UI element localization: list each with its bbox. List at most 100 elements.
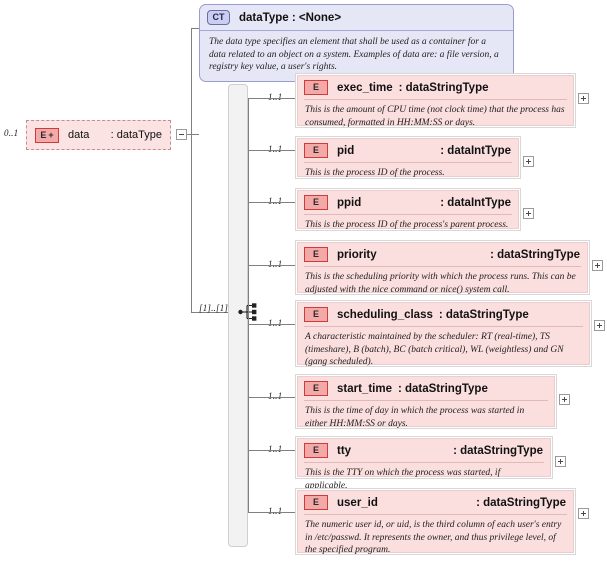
connector-trunk-vertical — [191, 28, 192, 313]
occurrence-root: 0..1 — [4, 128, 19, 138]
connector-sequence-to-user_id — [248, 512, 295, 513]
element-name-user_id: user_id — [337, 496, 378, 509]
connector-sequence-to-ppid — [248, 202, 295, 203]
occurrence-sequence: [1]..[1] — [199, 303, 229, 313]
collapse-toggle-data[interactable] — [176, 129, 187, 140]
element-icon: E — [304, 495, 328, 510]
expand-toggle-scheduling_class[interactable] — [594, 320, 605, 331]
element-icon: E — [304, 247, 328, 262]
element-expandable-icon: E+ — [35, 127, 59, 143]
element-name-scheduling_class: scheduling_class — [337, 308, 433, 321]
expand-toggle-priority[interactable] — [592, 260, 603, 271]
complextype-header: CT dataType : <None> — [200, 5, 513, 30]
occurrence-priority: 1..1 — [268, 259, 283, 269]
element-name-priority: priority — [337, 248, 377, 261]
connector-sequence-to-tty — [248, 450, 295, 451]
connector-children-spine — [248, 98, 249, 512]
occurrence-tty: 1..1 — [268, 444, 283, 454]
element-annotation-user_id: The numeric user id, or uid, is the thir… — [304, 514, 567, 562]
complextype-annotation: The data type specifies an element that … — [200, 30, 513, 81]
element-name-pid: pid — [337, 144, 355, 157]
element-annotation-pid: This is the process ID of the process. — [304, 162, 512, 185]
element-annotation-ppid: This is the process ID of the process's … — [304, 214, 512, 237]
element-type-ppid: : dataIntType — [440, 196, 511, 209]
complextype-icon: CT — [207, 10, 230, 25]
element-name-tty: tty — [337, 444, 352, 457]
element-icon: E — [304, 381, 328, 396]
occurrence-start_time: 1..1 — [268, 391, 283, 401]
element-annotation-priority: This is the scheduling priority with whi… — [304, 266, 581, 301]
element-type-tty: : dataStringType — [453, 444, 543, 457]
element-type-exec_time: : dataStringType — [398, 81, 489, 94]
sequence-compositor-icon[interactable] — [238, 302, 260, 322]
connector-sequence-to-scheduling_class — [248, 324, 295, 325]
element-annotation-start_time: This is the time of day in which the pro… — [304, 400, 548, 435]
expand-toggle-start_time[interactable] — [559, 394, 570, 405]
element-type-user_id: : dataStringType — [476, 496, 566, 509]
expand-toggle-ppid[interactable] — [523, 208, 534, 219]
element-icon: E — [304, 143, 328, 158]
element-name-start_time: start_time — [337, 382, 392, 395]
element-data-type: : dataType — [110, 129, 162, 141]
element-type-start_time: : dataStringType — [397, 382, 488, 395]
occurrence-pid: 1..1 — [268, 144, 283, 154]
connector-sequence-to-pid — [248, 150, 295, 151]
expand-toggle-tty[interactable] — [555, 456, 566, 467]
occurrence-user_id: 1..1 — [268, 506, 283, 516]
badge-letter: E — [40, 129, 47, 140]
badge-plus: + — [48, 129, 54, 140]
connector-trunk-to-ct — [191, 28, 200, 29]
connector-data-to-trunk — [187, 134, 199, 135]
element-type-priority: : dataStringType — [490, 248, 580, 261]
element-icon: E — [304, 307, 328, 322]
element-name-exec_time: exec_time — [337, 81, 393, 94]
element-icon: E — [304, 195, 328, 210]
connector-sequence-to-priority — [248, 265, 295, 266]
element-data-name: data — [68, 129, 90, 141]
connector-trunk-to-sequence — [191, 312, 239, 313]
occurrence-scheduling_class: 1..1 — [268, 318, 283, 328]
complextype-box-dataType[interactable]: CT dataType : <None> The data type speci… — [199, 4, 514, 82]
element-data[interactable]: E+ data : dataType — [26, 120, 171, 150]
element-annotation-exec_time: This is the amount of CPU time (not cloc… — [304, 99, 567, 134]
expand-toggle-user_id[interactable] — [578, 508, 589, 519]
complextype-title: dataType : <None> — [239, 11, 342, 24]
occurrence-exec_time: 1..1 — [268, 92, 283, 102]
element-icon: E — [304, 80, 328, 95]
element-type-pid: : dataIntType — [440, 144, 511, 157]
element-icon: E — [304, 443, 328, 458]
expand-toggle-pid[interactable] — [523, 156, 534, 167]
expand-toggle-exec_time[interactable] — [578, 93, 589, 104]
element-annotation-scheduling_class: A characteristic maintained by the sched… — [304, 326, 583, 374]
occurrence-ppid: 1..1 — [268, 196, 283, 206]
connector-sequence-to-start_time — [248, 397, 295, 398]
element-type-scheduling_class: : dataStringType — [438, 308, 529, 321]
element-annotation-tty: This is the TTY on which the process was… — [304, 462, 544, 497]
element-name-ppid: ppid — [337, 196, 362, 209]
